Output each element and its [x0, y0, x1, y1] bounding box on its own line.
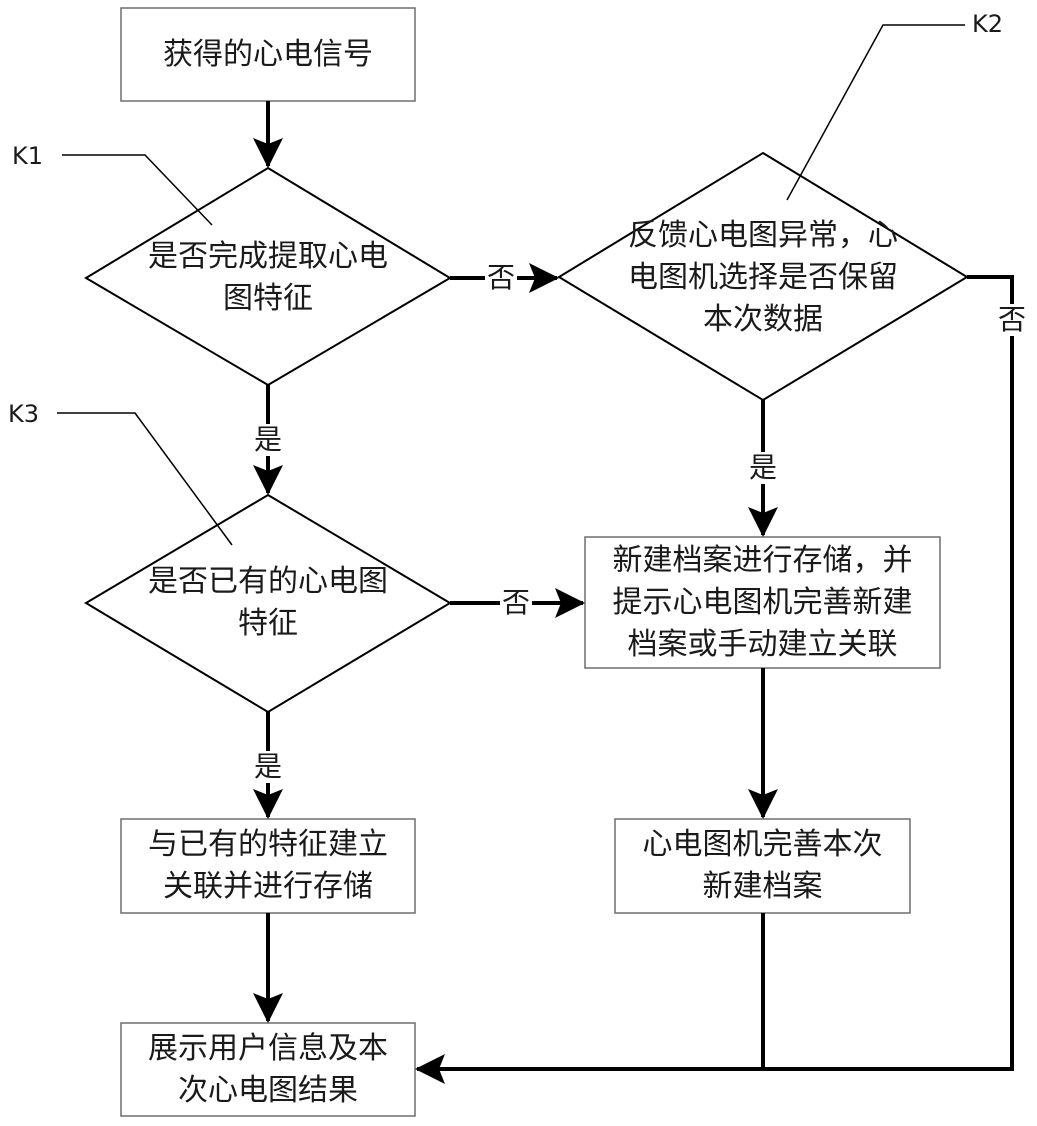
tag-k1: K1 [12, 142, 43, 170]
edge-label-d1-yes: 是 [252, 424, 284, 456]
edge-label-d2-no: 否 [500, 587, 532, 619]
tag-k3: K3 [8, 400, 39, 428]
tag-k2: K2 [972, 10, 1003, 38]
decision1-diamond [86, 168, 450, 385]
decision2-diamond [86, 495, 450, 712]
arrow-feedback-no-to-display [417, 277, 1012, 1069]
display-box [121, 1023, 415, 1116]
new-archive-box [585, 537, 940, 668]
complete-box [615, 819, 910, 913]
edge-label-d2-yes: 是 [252, 751, 284, 783]
k3-leader [57, 413, 232, 545]
k2-leader [787, 25, 965, 200]
start-box [121, 8, 415, 101]
edge-label-d1-no: 否 [485, 262, 517, 294]
edge-label-fb-yes: 是 [747, 452, 779, 484]
edge-label-fb-no: 否 [996, 304, 1028, 336]
feedback-diamond [559, 153, 967, 400]
associate-box [121, 819, 415, 913]
